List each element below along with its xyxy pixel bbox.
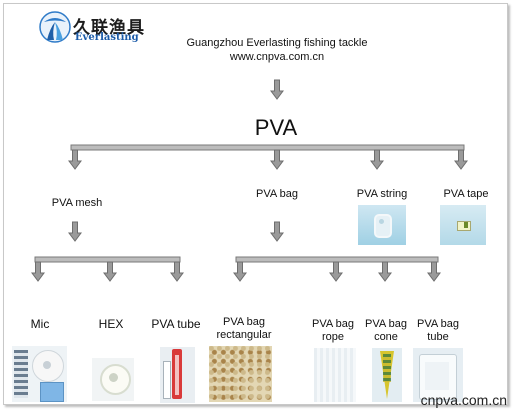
hex-image [92,358,134,401]
company-header: Guangzhou Everlasting fishing tackle www… [187,36,368,64]
bag-rect-line2: rectangular [216,329,272,341]
arrow-to-tube [170,261,184,282]
arrow-to-mic [31,261,45,282]
node-mic: Mic [30,317,50,331]
bag-rope-line1: PVA bag [312,318,354,330]
pva-bag-rectangular-image [209,346,272,402]
bar-mesh [34,256,181,263]
pva-string-image [358,205,406,245]
bag-cone-line2: cone [374,331,398,343]
node-bag-rope: PVA bag rope [312,318,354,344]
arrow-mesh-down [68,221,82,242]
arrow-to-cone [378,261,392,282]
bar-level1 [70,144,465,151]
arrow-to-string [370,149,384,170]
arrow-header-to-pva [270,79,284,100]
arrow-to-rope [329,261,343,282]
node-pva-mesh: PVA mesh [51,197,103,209]
node-pva-tube: PVA tube [151,317,201,331]
node-bag-rectangular: PVA bag rectangular [216,316,271,342]
bag-rect-line1: PVA bag [222,316,265,328]
logo-chinese-name: 久联渔具 [73,18,145,38]
arrow-to-hex [103,261,117,282]
logo-icon [39,11,71,43]
pva-bag-tube-image [413,348,463,402]
arrow-to-tape [454,149,468,170]
arrow-to-bag-tube [427,261,441,282]
node-hex: HEX [98,317,124,331]
diagram-frame [3,3,508,405]
pva-tape-image [440,205,486,245]
arrow-to-bag [270,149,284,170]
node-pva-string: PVA string [356,188,408,200]
mic-image [12,346,67,402]
node-pva: PVA [254,115,298,140]
pva-bag-cone-image [372,348,402,402]
company-name: Guangzhou Everlasting fishing tackle [186,37,368,49]
pva-tube-image [160,347,195,403]
bar-bag [235,256,439,263]
node-bag-tube: PVA bag tube [417,318,459,344]
node-pva-tape: PVA tape [443,188,489,200]
pva-bag-rope-image [314,348,356,402]
logo-english-name: Everlasting [75,32,139,43]
arrow-bag-down [270,221,284,242]
bag-cone-line1: PVA bag [365,318,407,330]
company-website: www.cnpva.com.cn [229,51,325,63]
bag-rope-line2: rope [321,331,345,343]
watermark-text: cnpva.com.cn [420,392,507,408]
bag-tube-line1: PVA bag [417,318,459,330]
node-bag-cone: PVA bag cone [365,318,407,344]
arrow-to-mesh [68,149,82,170]
bag-tube-line2: tube [427,331,449,343]
node-pva-bag: PVA bag [256,188,298,200]
arrow-to-rect [233,261,247,282]
